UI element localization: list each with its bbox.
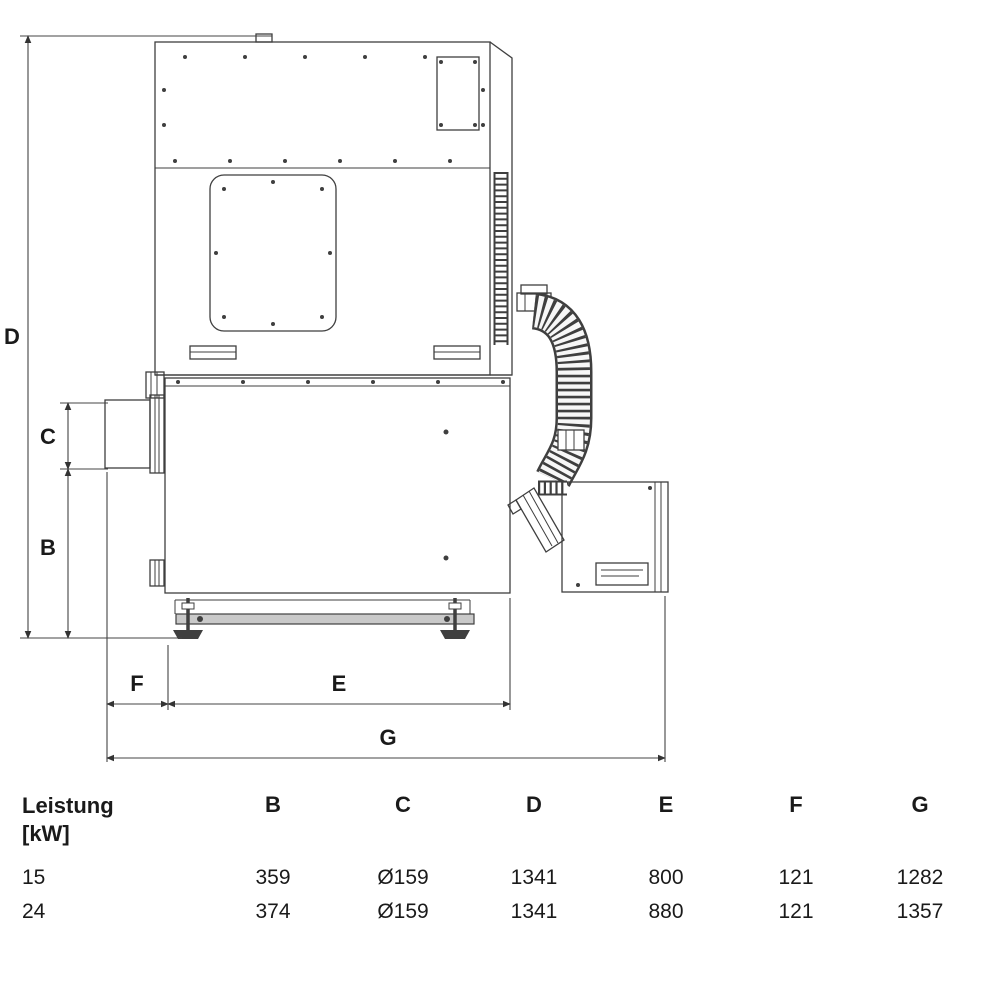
dim-label-c: C xyxy=(40,424,56,449)
col-header-b: B xyxy=(265,792,281,817)
dimension-table: Leistung [kW] B C D E F G 15 359 Ø159 13… xyxy=(22,788,980,929)
burner-unit xyxy=(507,480,669,593)
value-f: 121 xyxy=(778,866,814,889)
col-header-f: F xyxy=(789,792,803,817)
dimension-e: E xyxy=(167,598,511,710)
dimension-b: B xyxy=(40,468,72,639)
value-f: 121 xyxy=(778,900,814,923)
dim-label-e: E xyxy=(332,671,347,696)
table-row: 24 374 Ø159 1341 880 121 1357 xyxy=(22,895,980,929)
dimension-c: C xyxy=(40,402,108,470)
electrical-box xyxy=(436,56,480,131)
value-b: 374 xyxy=(255,900,291,923)
boiler-dimension-diagram: D C B F xyxy=(4,33,669,762)
power-value: 24 xyxy=(22,900,46,923)
dim-label-d: D xyxy=(4,324,20,349)
handle-right xyxy=(433,345,481,360)
value-e: 880 xyxy=(648,900,684,923)
dimension-lines: D C B F xyxy=(4,35,666,762)
col-header-c: C xyxy=(395,792,411,817)
flame-tube xyxy=(507,487,565,553)
flex-hose xyxy=(516,284,593,488)
base-frame xyxy=(173,598,475,639)
boiler-upper-cabinet xyxy=(154,33,513,376)
dimension-f: F xyxy=(106,472,169,762)
table-row: 15 359 Ø159 1341 800 121 1282 xyxy=(22,861,980,895)
seam-screws xyxy=(162,55,485,163)
value-e: 800 xyxy=(648,866,684,889)
dim-label-f: F xyxy=(130,671,143,696)
left-fitting-upper xyxy=(145,371,165,399)
dim-label-g: G xyxy=(379,725,396,750)
power-label: Leistung xyxy=(22,793,114,818)
adjustable-foot-right xyxy=(440,598,470,639)
handle-left xyxy=(189,345,237,360)
col-header-power: Leistung [kW] xyxy=(22,788,208,861)
value-g: 1357 xyxy=(896,900,944,923)
value-b: 359 xyxy=(255,866,291,889)
power-unit-label: [kW] xyxy=(22,820,70,846)
value-g: 1282 xyxy=(896,866,944,889)
table-header-row: Leistung [kW] B C D E F G xyxy=(22,788,980,861)
col-header-e: E xyxy=(658,792,674,817)
dimension-g: G xyxy=(106,596,666,762)
value-c: Ø159 xyxy=(377,900,429,923)
value-c: Ø159 xyxy=(377,866,429,889)
flue-pipe xyxy=(104,394,165,474)
col-header-g: G xyxy=(911,792,929,817)
value-d: 1341 xyxy=(510,866,558,889)
boiler-lower-body xyxy=(104,371,511,594)
left-fitting-lower xyxy=(149,559,165,587)
power-value: 15 xyxy=(22,866,46,889)
burner-label-panel xyxy=(595,562,649,586)
adjustable-foot-left xyxy=(173,598,203,639)
value-d: 1341 xyxy=(510,900,558,923)
hose-clamp xyxy=(557,429,585,451)
dimension-d: D xyxy=(4,35,272,639)
inspection-window xyxy=(209,174,337,332)
col-header-d: D xyxy=(526,792,542,817)
dim-label-b: B xyxy=(40,535,56,560)
